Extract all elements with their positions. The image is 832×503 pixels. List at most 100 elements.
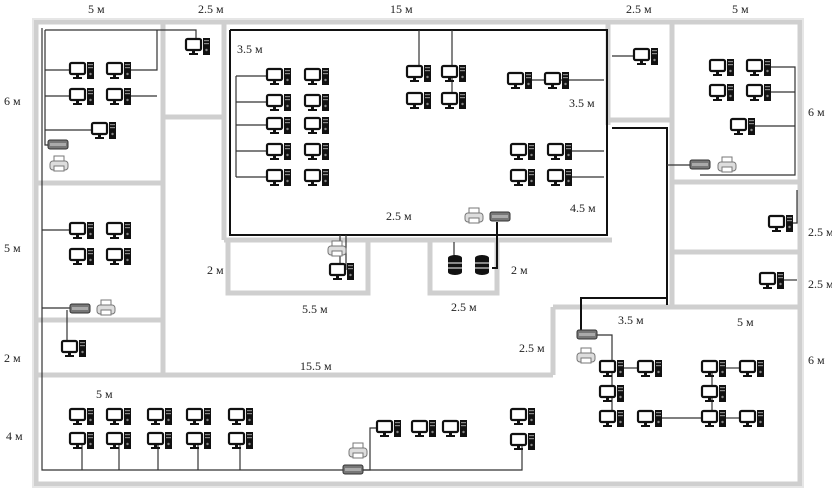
computer-icon bbox=[509, 141, 537, 162]
computer-icon bbox=[328, 261, 356, 282]
dim-inner-3: 2.5 м bbox=[386, 209, 412, 223]
dim-right-1: 6 м bbox=[808, 105, 825, 119]
computer-icon bbox=[745, 82, 773, 103]
computer-icon bbox=[758, 270, 786, 291]
computer-icon bbox=[146, 406, 174, 427]
computer-icon bbox=[632, 46, 660, 67]
dim-inner-9: 3.5 м bbox=[618, 313, 644, 327]
dim-left-3: 2 м bbox=[4, 351, 21, 365]
computer-icon bbox=[303, 66, 331, 87]
computer-icon bbox=[700, 358, 728, 379]
dim-right-4: 6 м bbox=[808, 353, 825, 367]
computer-icon bbox=[509, 167, 537, 188]
computer-icon bbox=[636, 358, 664, 379]
computer-icon bbox=[303, 92, 331, 113]
computer-icon bbox=[265, 92, 293, 113]
computer-icon bbox=[105, 60, 133, 81]
dim-inner-10: 5 м bbox=[737, 315, 754, 329]
computer-icon bbox=[184, 36, 212, 57]
computer-icon bbox=[90, 120, 118, 141]
network-switch-icon bbox=[576, 329, 598, 340]
dim-top-3: 15 м bbox=[390, 2, 413, 16]
server-icon bbox=[447, 254, 463, 276]
computer-icon bbox=[303, 115, 331, 136]
computer-icon bbox=[509, 406, 537, 427]
computer-icon bbox=[68, 220, 96, 241]
dim-inner-4: 4.5 м bbox=[570, 201, 596, 215]
dim-top-4: 2.5 м bbox=[626, 2, 652, 16]
dim-top-5: 5 м bbox=[732, 2, 749, 16]
computer-icon bbox=[60, 338, 88, 359]
computer-icon bbox=[440, 90, 468, 111]
computer-icon bbox=[708, 57, 736, 78]
network-switch-icon bbox=[342, 464, 364, 475]
computer-icon bbox=[227, 406, 255, 427]
computer-icon bbox=[738, 358, 766, 379]
computer-icon bbox=[598, 408, 626, 429]
computer-icon bbox=[68, 406, 96, 427]
computer-icon bbox=[506, 70, 534, 91]
computer-icon bbox=[105, 246, 133, 267]
computer-icon bbox=[441, 418, 469, 439]
printer-icon bbox=[327, 240, 347, 257]
printer-icon bbox=[96, 299, 116, 316]
computer-icon bbox=[546, 141, 574, 162]
computer-icon bbox=[405, 63, 433, 84]
computer-icon bbox=[767, 213, 795, 234]
computer-icon bbox=[265, 167, 293, 188]
computer-icon bbox=[303, 167, 331, 188]
computer-icon bbox=[509, 431, 537, 452]
server-icon bbox=[474, 254, 490, 276]
computer-icon bbox=[227, 430, 255, 451]
dim-inner-7: 5.5 м bbox=[302, 302, 328, 316]
computer-icon bbox=[185, 406, 213, 427]
network-switch-icon bbox=[689, 159, 711, 170]
dim-inner-2: 3.5 м bbox=[569, 96, 595, 110]
dim-inner-6: 2 м bbox=[511, 263, 528, 277]
dimension-labels: 5 м 2.5 м 15 м 2.5 м 5 м 6 м 5 м 2 м 4 м… bbox=[4, 2, 832, 443]
network-cables bbox=[41, 28, 798, 471]
computer-icon bbox=[405, 90, 433, 111]
computer-icon bbox=[546, 167, 574, 188]
dim-inner-5: 2 м bbox=[207, 263, 224, 277]
computer-icon bbox=[68, 86, 96, 107]
computer-icon bbox=[708, 82, 736, 103]
computer-icon bbox=[700, 383, 728, 404]
computer-icon bbox=[105, 86, 133, 107]
printer-icon bbox=[576, 347, 596, 364]
printer-icon bbox=[49, 155, 69, 172]
computer-icon bbox=[185, 430, 213, 451]
dim-top-1: 5 м bbox=[88, 2, 105, 16]
computer-icon bbox=[265, 141, 293, 162]
printer-icon bbox=[348, 442, 368, 459]
dim-inner-1: 3.5 м bbox=[237, 42, 263, 56]
computer-icon bbox=[68, 246, 96, 267]
dim-inner-12: 15.5 м bbox=[300, 359, 332, 373]
computer-icon bbox=[636, 408, 664, 429]
computer-icon bbox=[410, 418, 438, 439]
dim-right-2: 2.5 м bbox=[808, 225, 832, 239]
dim-left-2: 5 м bbox=[4, 241, 21, 255]
dim-right-3: 2.5 м bbox=[808, 277, 832, 291]
computer-icon bbox=[303, 141, 331, 162]
computer-icon bbox=[105, 220, 133, 241]
computer-icon bbox=[745, 57, 773, 78]
computer-icon bbox=[265, 115, 293, 136]
dim-inner-11: 2.5 м bbox=[519, 341, 545, 355]
computer-icon bbox=[700, 408, 728, 429]
computer-icon bbox=[146, 430, 174, 451]
computer-icon bbox=[68, 60, 96, 81]
printer-icon bbox=[717, 156, 737, 173]
dim-inner-8: 2.5 м bbox=[451, 300, 477, 314]
computer-icon bbox=[738, 408, 766, 429]
dim-left-4: 4 м bbox=[6, 429, 23, 443]
computer-icon bbox=[375, 418, 403, 439]
computer-icon bbox=[543, 70, 571, 91]
computer-icon bbox=[440, 63, 468, 84]
computer-icon bbox=[105, 406, 133, 427]
network-switch-icon bbox=[47, 139, 69, 150]
devices bbox=[47, 36, 795, 475]
dim-inner-13: 5 м bbox=[96, 387, 113, 401]
dim-top-2: 2.5 м bbox=[198, 2, 224, 16]
